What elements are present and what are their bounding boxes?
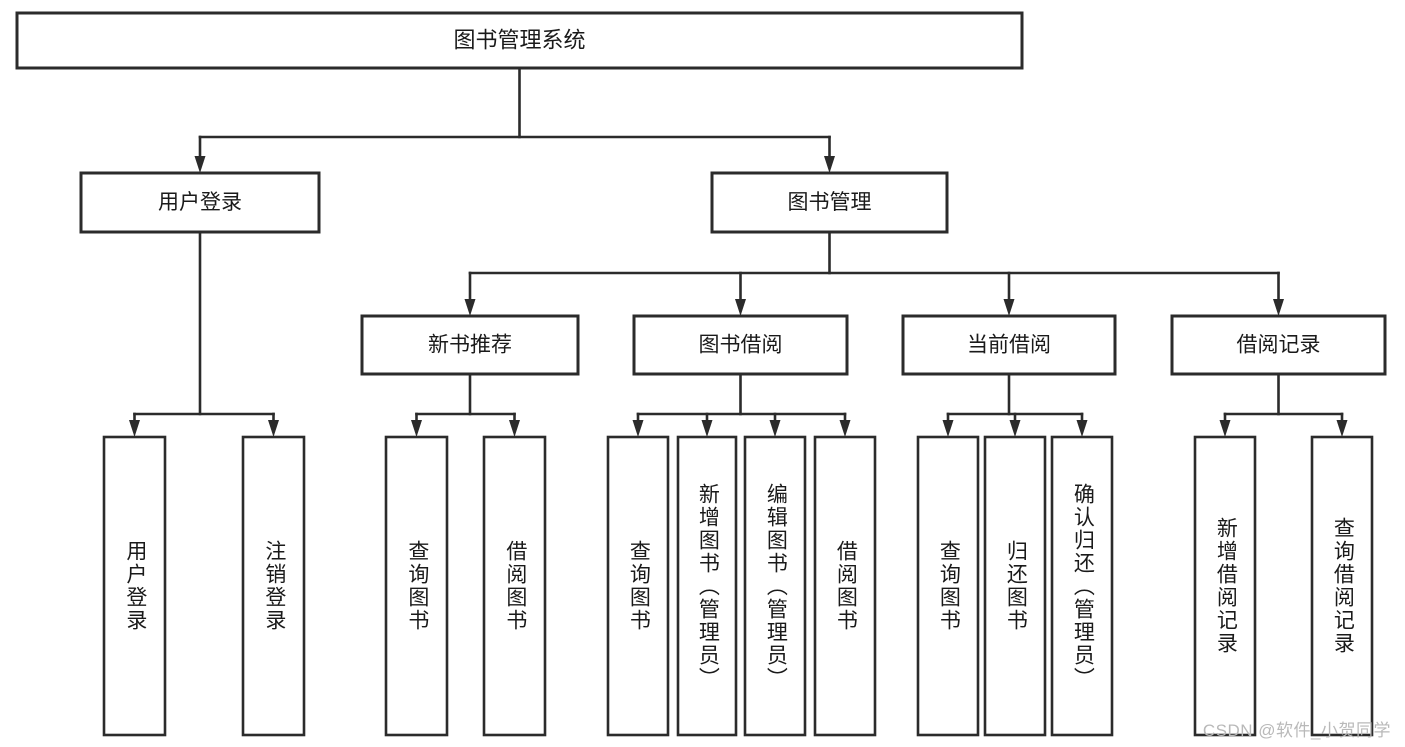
node-box-leaf-edit-book-admin[interactable]: [743, 435, 807, 737]
node-box-leaf-query-book-rec[interactable]: [384, 435, 449, 737]
node-label-current-borrow: 当前借阅: [967, 334, 1051, 357]
leaf-book-borrow-to-leaf-add-book-admin-head: [701, 420, 713, 437]
node-label-borrow-record: 借阅记录: [1237, 334, 1321, 357]
node-box-user-login[interactable]: [79, 171, 321, 234]
leaf-user-login-to-leaf-logout-head: [268, 420, 279, 437]
node-box-new-book-rec[interactable]: [360, 314, 580, 376]
node-box-current-borrow[interactable]: [901, 314, 1117, 376]
node-label-user-login: 用户登录: [158, 191, 242, 214]
node-box-leaf-user-login[interactable]: [102, 435, 167, 737]
node-label-root: 图书管理系统: [453, 27, 585, 52]
node-box-leaf-query-book-borrow[interactable]: [606, 435, 670, 737]
node-box-leaf-add-borrow-record[interactable]: [1193, 435, 1257, 737]
node-box-layer: [15, 11, 1387, 737]
leaf-new-book-rec-to-leaf-query-book-rec-head: [411, 420, 422, 437]
node-box-leaf-return-book[interactable]: [983, 435, 1047, 737]
node-box-leaf-logout[interactable]: [241, 435, 306, 737]
leaf-book-borrow-to-leaf-borrow-book-head: [839, 420, 851, 437]
leaf-new-book-rec-to-leaf-borrow-book-rec-head: [509, 420, 520, 437]
node-box-book-manage[interactable]: [710, 171, 949, 234]
leaf-current-borrow-to-leaf-query-book-current-head: [942, 420, 954, 437]
leaf-borrow-record-to-leaf-query-borrow-record-head: [1336, 420, 1348, 437]
leaf-borrow-record-to-leaf-add-borrow-record-head: [1219, 420, 1231, 437]
node-label-book-manage: 图书管理: [788, 191, 872, 214]
node-label-new-book-rec: 新书推荐: [428, 334, 512, 357]
connector-layer: [129, 66, 1348, 437]
leaf-current-borrow-to-leaf-confirm-return-admin-head: [1076, 420, 1088, 437]
book-manage-to-borrow-record-head: [1273, 299, 1284, 316]
node-box-leaf-borrow-book[interactable]: [813, 435, 877, 737]
node-box-leaf-borrow-book-rec[interactable]: [482, 435, 547, 737]
node-box-leaf-query-borrow-record[interactable]: [1310, 435, 1374, 737]
leaf-book-borrow-to-leaf-edit-book-admin-head: [769, 420, 781, 437]
leaf-book-borrow-to-leaf-query-book-borrow-head: [632, 420, 644, 437]
node-box-borrow-record[interactable]: [1170, 314, 1387, 376]
leaf-user-login-to-leaf-user-login-head: [129, 420, 140, 437]
book-manage-to-book-borrow-head: [735, 299, 746, 316]
node-box-book-borrow[interactable]: [632, 314, 849, 376]
leaf-current-borrow-to-leaf-return-book-head: [1009, 420, 1021, 437]
node-box-root[interactable]: [15, 11, 1024, 70]
root-to-user-login-head: [194, 156, 206, 173]
watermark: CSDN @软件_小贺同学: [1202, 721, 1391, 740]
node-box-leaf-add-book-admin[interactable]: [676, 435, 738, 737]
book-manage-to-new-book-rec-head: [464, 299, 476, 316]
node-box-leaf-query-book-current[interactable]: [916, 435, 980, 737]
node-label-book-borrow: 图书借阅: [699, 334, 783, 357]
book-manage-to-current-borrow-head: [1003, 299, 1015, 316]
root-to-book-manage-head: [824, 156, 835, 173]
node-box-leaf-confirm-return-admin[interactable]: [1050, 435, 1114, 737]
